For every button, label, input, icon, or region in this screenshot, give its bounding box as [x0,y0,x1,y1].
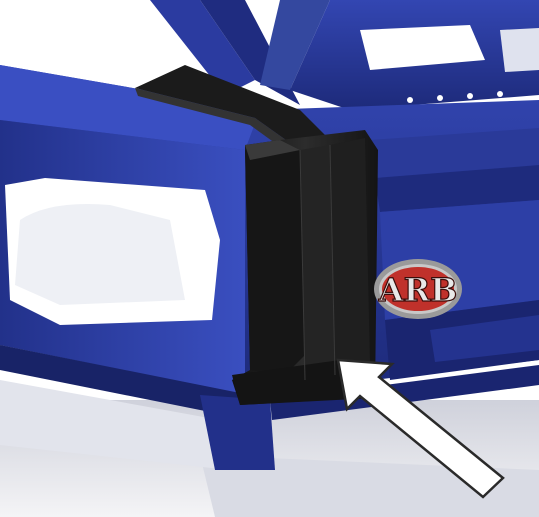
top-rubber-pad [135,65,330,150]
arb-logo: ARB [374,259,462,319]
arb-logo-text: ARB [378,271,457,309]
callout-arrow-icon [336,358,505,499]
upper-frame [150,0,539,110]
